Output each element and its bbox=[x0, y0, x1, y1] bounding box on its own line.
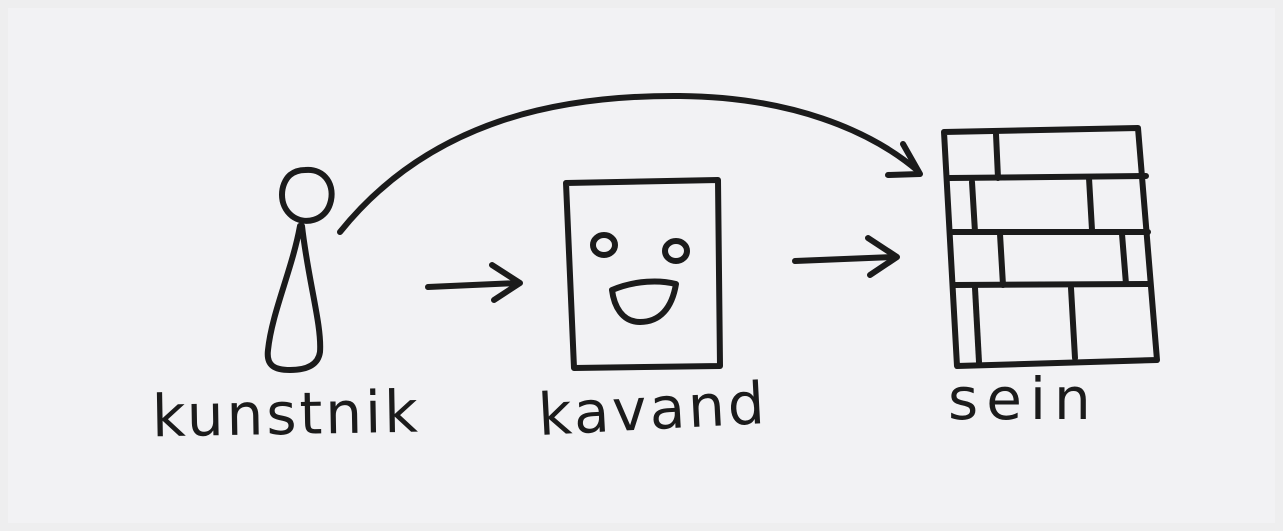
node-label-wall: sein bbox=[948, 370, 1099, 428]
arrow-artist-to-wall bbox=[340, 96, 920, 232]
smiling-canvas-icon bbox=[566, 180, 720, 368]
stick-figure-icon bbox=[268, 170, 332, 370]
node-label-canvas: kavand bbox=[537, 374, 769, 444]
arrow-canvas-to-wall bbox=[795, 238, 897, 275]
brick-wall-icon bbox=[944, 128, 1157, 366]
node-label-artist: kunstnik bbox=[152, 383, 422, 446]
arrow-artist-to-canvas bbox=[428, 265, 520, 300]
